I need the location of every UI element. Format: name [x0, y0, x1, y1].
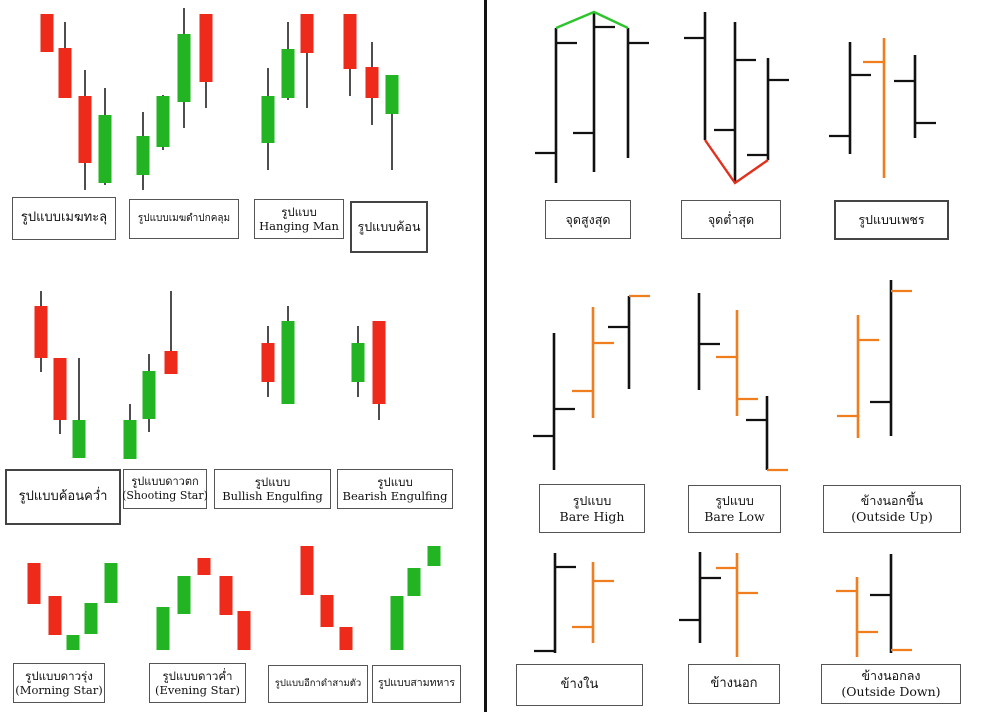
- label-line: รูปแบบดาวตก: [131, 475, 199, 489]
- label-shooting-star: รูปแบบดาวตก(Shooting Star): [122, 469, 208, 509]
- bullish-candle: [351, 343, 365, 382]
- bearish-candle: [372, 321, 386, 404]
- panel-divider: [484, 0, 487, 712]
- label-line: รูปแบบเมฆดำปกคลุม: [137, 212, 231, 224]
- bearish-candle: [34, 306, 48, 358]
- label-line: Bearish Engulfing: [342, 489, 448, 503]
- bullish-candle: [123, 420, 137, 459]
- label-line: รูปแบบดาวรุ่ง: [25, 668, 93, 683]
- label-top: จุดสูงสุด: [545, 200, 631, 239]
- label-line: รูปแบบค้อนคว่ำ: [18, 488, 108, 504]
- label-line: รูปแบบเมฆทะลุ: [20, 210, 108, 226]
- label-line: ข้างใน: [560, 676, 599, 692]
- label-line: ข้างนอก: [710, 675, 758, 691]
- label-evening-star: รูปแบบดาวค่ำ(Evening Star): [149, 663, 246, 703]
- bullish-candle: [104, 563, 118, 603]
- label-line: รูปแบบ: [715, 493, 754, 509]
- label-line: (Shooting Star): [122, 489, 208, 502]
- label-line: (Morning Star): [15, 683, 103, 697]
- label-morning-star: รูปแบบดาวรุ่ง(Morning Star): [13, 663, 105, 703]
- bullish-candle: [98, 115, 112, 183]
- bearish-candle: [27, 563, 41, 604]
- bearish-candle: [53, 358, 67, 420]
- bullish-candle: [136, 136, 150, 175]
- label-line: Bullish Engulfing: [222, 489, 323, 503]
- label-line: (Outside Down): [841, 684, 941, 699]
- label-three-white-soldiers: รูปแบบเมฆดำปกคลุม: [129, 199, 239, 239]
- label-line: รูปแบบดาวค่ำ: [162, 668, 233, 683]
- candlestick-group: [27, 8, 441, 650]
- bearish-candle: [40, 14, 54, 52]
- bullish-candle: [427, 546, 441, 566]
- bullish-candle: [66, 635, 80, 650]
- bullish-candle: [281, 321, 295, 404]
- label-three-crows-pattern: รูปแบบอีกาดำสามตัว: [268, 665, 368, 703]
- label-line: รูปแบบ: [572, 492, 612, 508]
- bullish-candle: [281, 49, 295, 98]
- label-line: ข้างนอกลง: [861, 668, 921, 684]
- bullish-candle: [385, 75, 399, 114]
- trough-connector: [704, 139, 769, 185]
- label-line: Hanging Man: [259, 219, 339, 233]
- bearish-candle: [199, 14, 213, 82]
- label-line: รูปแบบ: [377, 474, 413, 489]
- label-line: จุดสูงสุด: [565, 211, 611, 227]
- label-bottom: จุดต่ำสุด: [681, 200, 781, 239]
- bullish-candle: [177, 576, 191, 614]
- bearish-candle: [320, 595, 334, 627]
- bearish-candle: [300, 546, 314, 595]
- label-outside: ข้างนอก: [688, 664, 780, 704]
- bullish-candle: [142, 371, 156, 419]
- label-line: (Evening Star): [154, 683, 241, 697]
- bearish-candle: [197, 558, 211, 575]
- label-outside-down: ข้างนอกลง(Outside Down): [821, 664, 961, 704]
- label-outside-up: ข้างนอกขึ้น(Outside Up): [823, 485, 961, 533]
- label-line: รูปแบบสามทหาร: [377, 677, 455, 690]
- label-line: รูปแบบค้อน: [357, 219, 421, 235]
- label-three-soldiers-pattern: รูปแบบสามทหาร: [372, 665, 461, 703]
- label-line: Bare Low: [704, 509, 765, 524]
- bullish-candle: [72, 420, 86, 458]
- bearish-candle: [343, 14, 357, 69]
- bearish-candle: [164, 351, 178, 374]
- bullish-candle: [177, 34, 191, 102]
- label-line: ข้างนอกขึ้น: [860, 493, 924, 509]
- label-line: รูปแบบเพชร: [858, 212, 925, 228]
- label-inside: ข้างใน: [516, 664, 643, 706]
- label-line: Bare High: [559, 508, 625, 524]
- bearish-candle: [78, 96, 92, 163]
- label-inverted-hammer: รูปแบบค้อนคว่ำ: [5, 469, 121, 525]
- label-line: จุดต่ำสุด: [707, 211, 755, 227]
- bearish-candle: [300, 14, 314, 53]
- bearish-candle: [365, 67, 379, 98]
- bullish-candle: [390, 596, 404, 650]
- bearish-candle: [237, 611, 251, 650]
- bullish-candle: [156, 607, 170, 650]
- bullish-candle: [261, 96, 275, 143]
- bearish-candle: [58, 48, 72, 98]
- label-hammer: รูปแบบค้อน: [350, 201, 428, 253]
- label-line: รูปแบบอีกาดำสามตัว: [274, 678, 362, 690]
- label-line: (Outside Up): [851, 509, 933, 524]
- bearish-candle: [219, 576, 233, 615]
- bearish-candle: [261, 343, 275, 382]
- label-line: รูปแบบ: [254, 474, 291, 489]
- bearish-candle: [48, 596, 62, 635]
- label-diamond: รูปแบบเพชร: [834, 200, 949, 240]
- bullish-candle: [84, 603, 98, 634]
- bearish-candle: [339, 627, 353, 650]
- label-line: รูปแบบ: [281, 204, 317, 219]
- ohlc-bar-group: [533, 10, 936, 657]
- bullish-candle: [407, 568, 421, 596]
- bullish-candle: [156, 96, 170, 147]
- peak-connector: [555, 10, 629, 30]
- label-three-black-crows: รูปแบบเมฆทะลุ: [12, 197, 116, 240]
